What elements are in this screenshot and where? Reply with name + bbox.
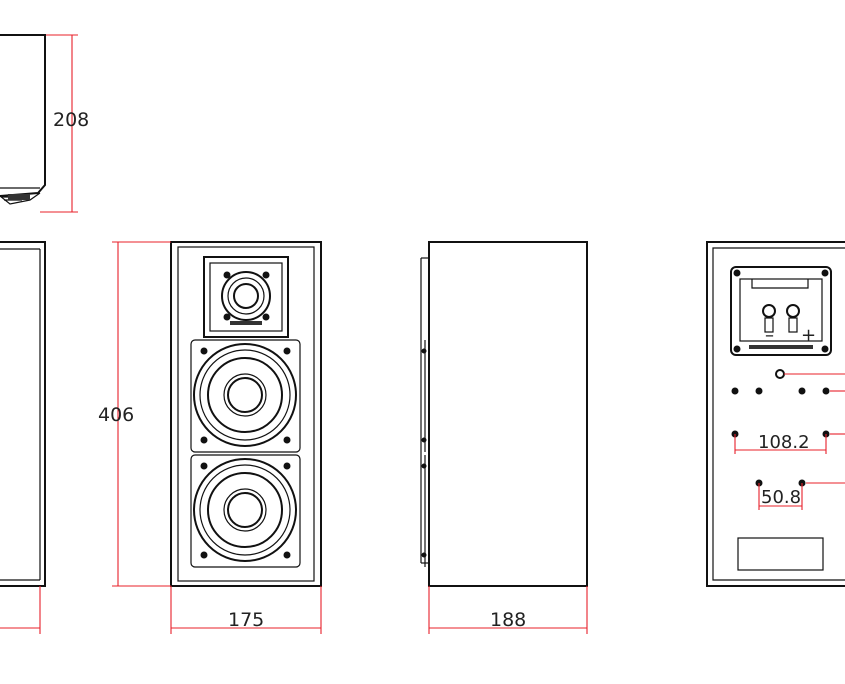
label-plate <box>737 537 824 571</box>
front-width-dimension: 175 <box>170 586 322 634</box>
top-depth-dimension: 208 <box>40 34 89 213</box>
woofer-upper <box>190 339 301 453</box>
top-view <box>0 34 46 205</box>
height-dimension: 406 <box>98 241 171 587</box>
terminal-plate: – + <box>730 266 832 356</box>
hole-spacing-wide-dimension: 108.2 <box>734 432 827 454</box>
height-label: 406 <box>98 404 134 426</box>
hole-spacing-narrow-label: 50.8 <box>761 487 801 508</box>
top-depth-label: 208 <box>53 109 89 131</box>
back-leader-lines <box>784 373 845 484</box>
plus-sign: + <box>801 325 816 346</box>
front-view <box>170 241 322 587</box>
hole-spacing-wide-label: 108.2 <box>758 432 810 453</box>
side-depth-label: 188 <box>490 609 526 631</box>
tweeter <box>203 256 289 338</box>
back-view: – + <box>706 241 845 587</box>
side-view <box>420 241 588 587</box>
minus-sign: – <box>765 325 774 346</box>
woofer-lower <box>190 454 301 568</box>
hole-spacing-narrow-dimension: 50.8 <box>758 483 803 510</box>
left-partial-view <box>0 241 46 634</box>
front-width-label: 175 <box>228 609 264 631</box>
side-depth-dimension: 188 <box>428 586 588 634</box>
